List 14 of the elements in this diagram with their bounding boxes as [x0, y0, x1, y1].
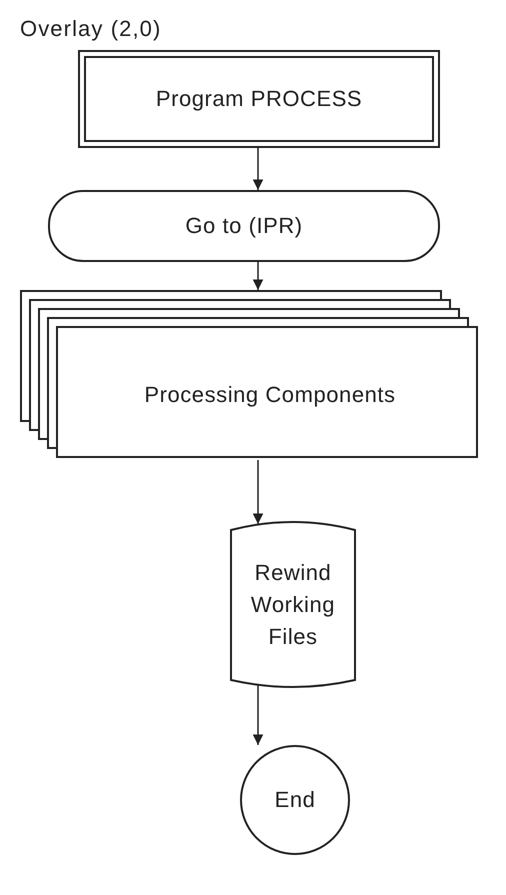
storage-cylinder: [230, 520, 356, 690]
arrow: [252, 684, 264, 745]
arrow: [252, 148, 264, 190]
node-label: Rewind Working Files: [250, 559, 336, 651]
arrow: [252, 262, 264, 290]
arrow: [252, 460, 264, 524]
end-circle: [240, 745, 350, 855]
process-box: [78, 50, 440, 148]
document-stack: [20, 290, 480, 460]
node-label: End: [274, 786, 316, 814]
node-label: Processing Components: [143, 381, 397, 410]
node-label: Go to (IPR): [184, 212, 304, 240]
node-label: Program PROCESS: [154, 85, 364, 114]
diagram-title: Overlay (2,0): [20, 15, 162, 43]
